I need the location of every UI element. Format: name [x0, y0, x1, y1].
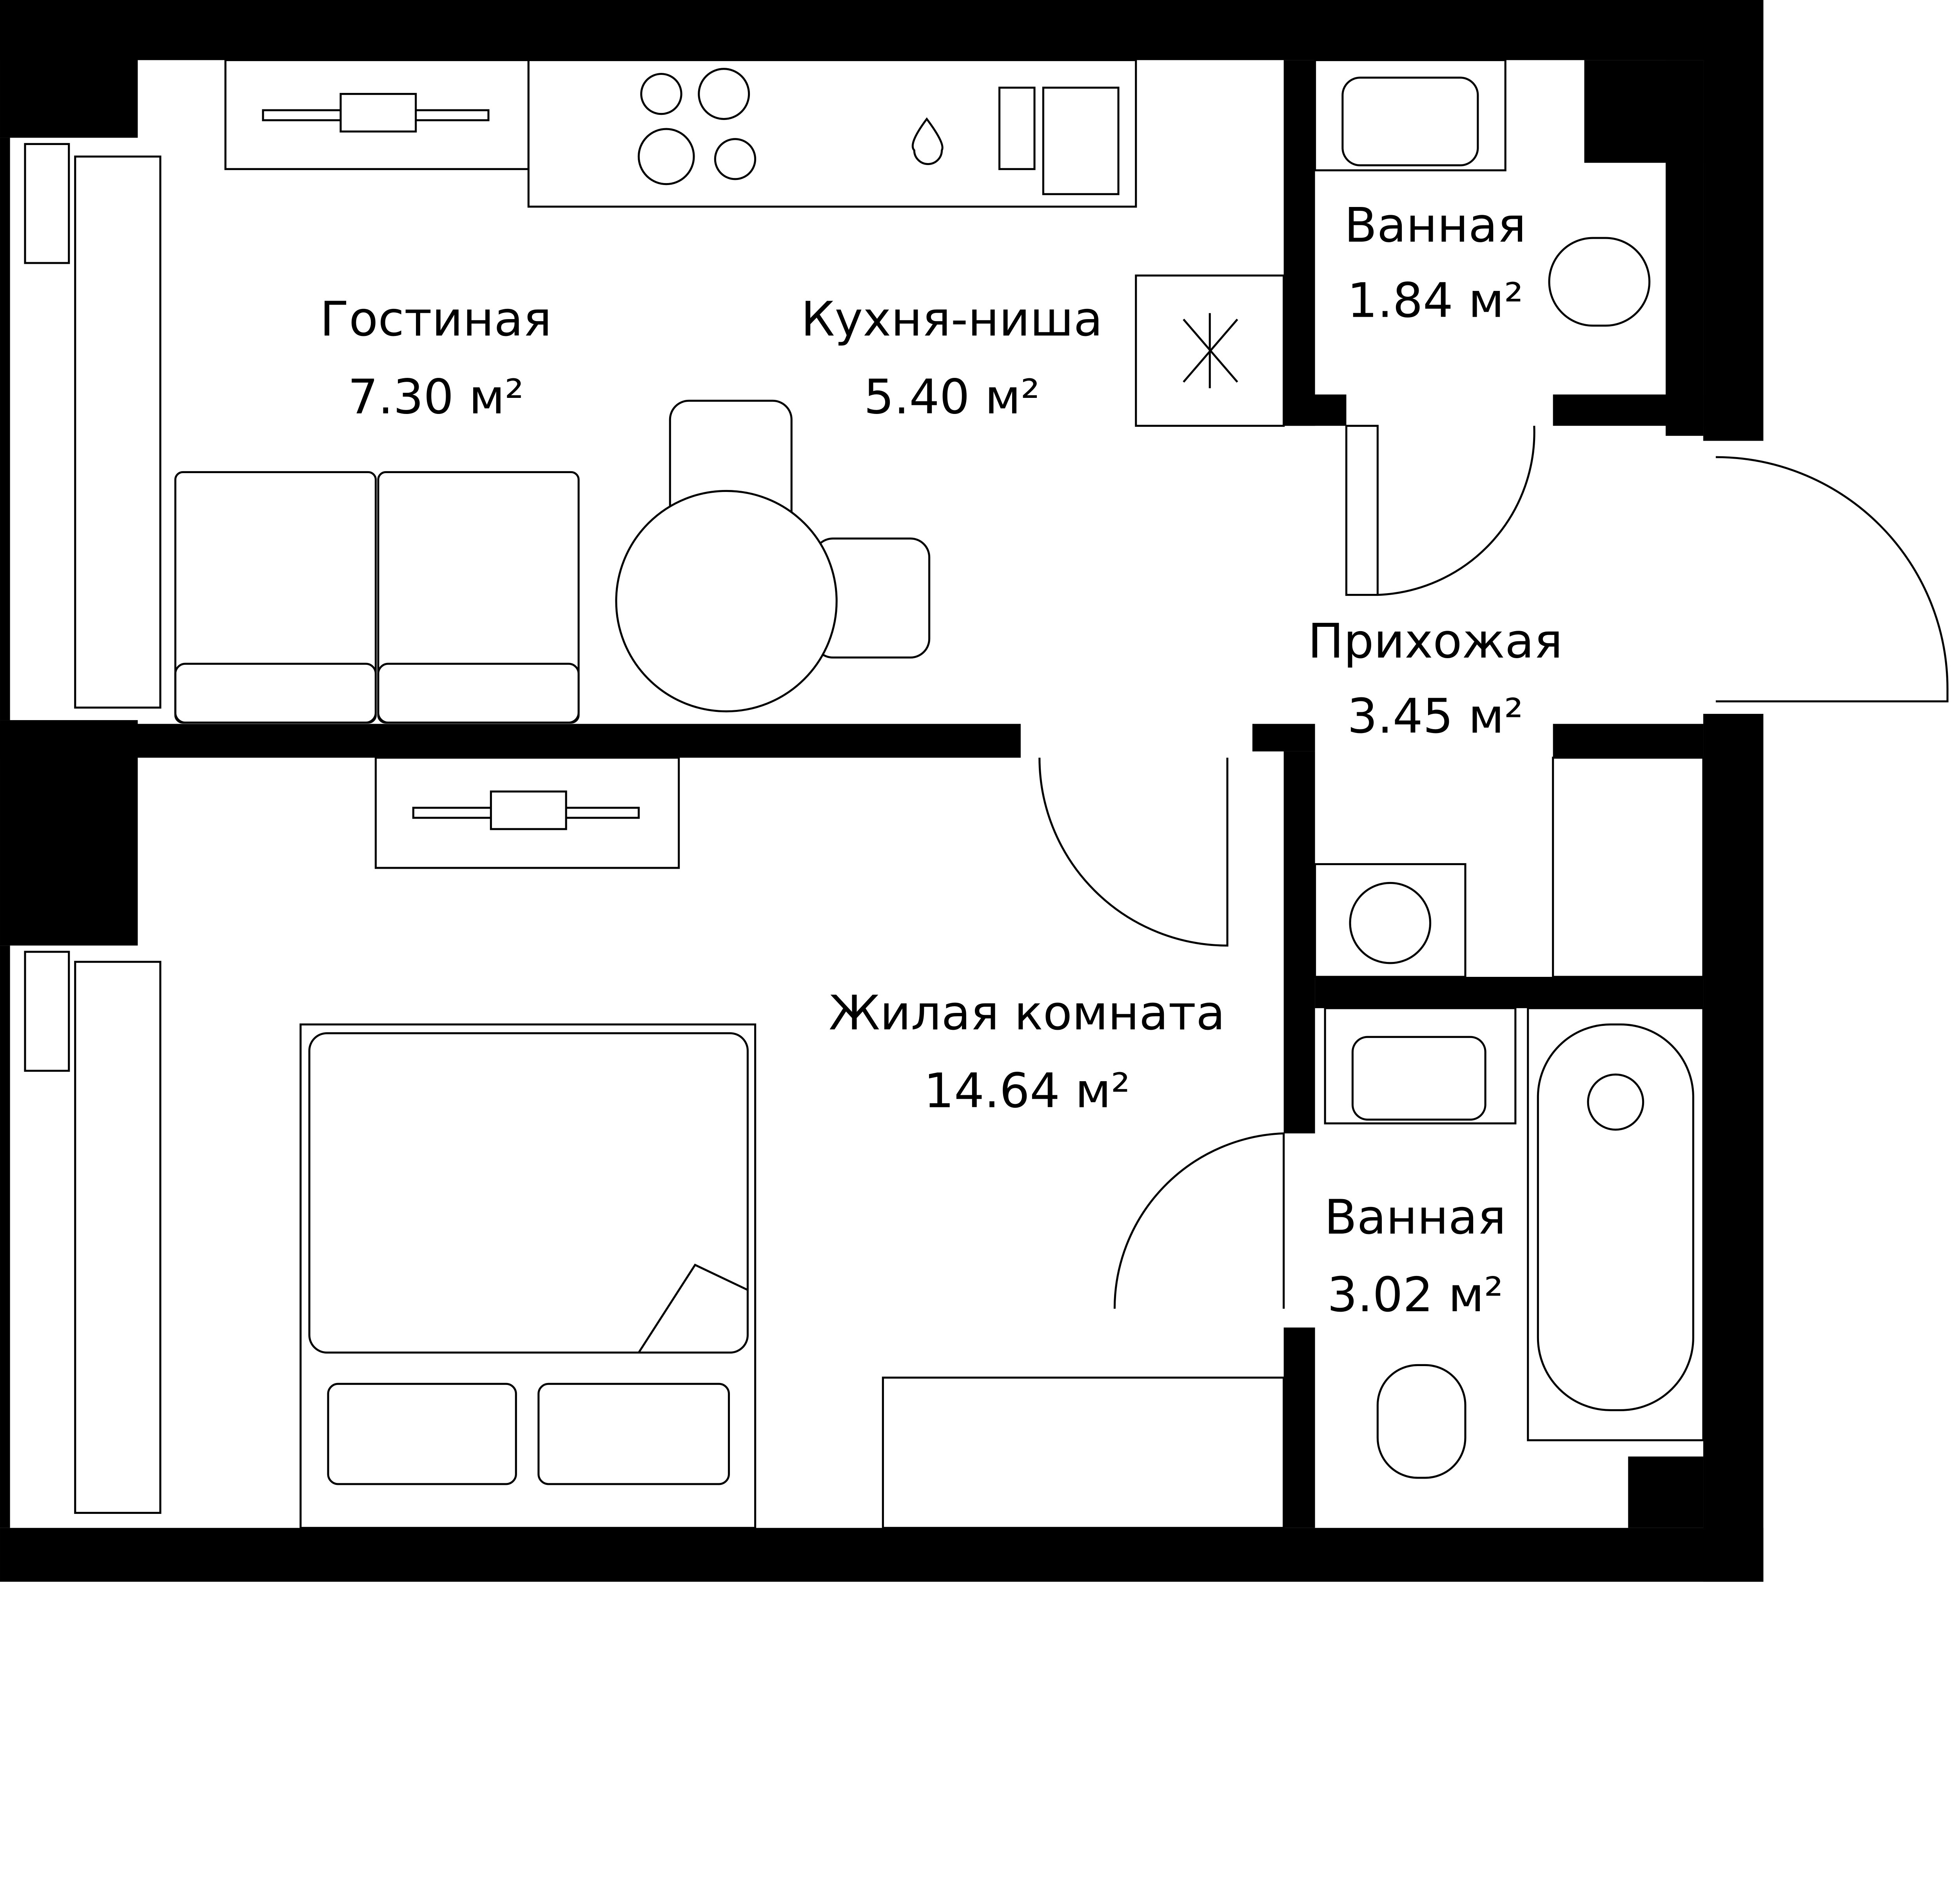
windows: [24, 143, 162, 1514]
room-area-kitchen: 5.40 м²: [864, 369, 1040, 425]
floor-plan: Гостиная 7.30 м² Кухня-ниша 5.40 м² Ванн…: [0, 0, 1949, 1582]
room-area-bathroom-2: 3.02 м²: [1327, 1267, 1503, 1323]
doors: [1038, 425, 1949, 1309]
room-name-kitchen: Кухня-ниша: [801, 291, 1103, 347]
room-area-bedroom: 14.64 м²: [924, 1063, 1130, 1118]
room-area-bathroom-1: 1.84 м²: [1347, 272, 1523, 328]
room-name-hallway: Прихожая: [1308, 613, 1563, 669]
furniture: [174, 59, 1704, 1529]
room-area-living: 7.30 м²: [348, 369, 524, 425]
walls: [0, 0, 1764, 1582]
room-name-bathroom-2: Ванная: [1324, 1189, 1506, 1245]
room-labels: Гостиная 7.30 м² Кухня-ниша 5.40 м² Ванн…: [320, 198, 1563, 1323]
room-name-bedroom: Жилая комната: [829, 985, 1225, 1041]
room-name-bathroom-1: Ванная: [1344, 198, 1526, 253]
room-name-living: Гостиная: [320, 291, 552, 347]
room-area-hallway: 3.45 м²: [1347, 688, 1523, 744]
